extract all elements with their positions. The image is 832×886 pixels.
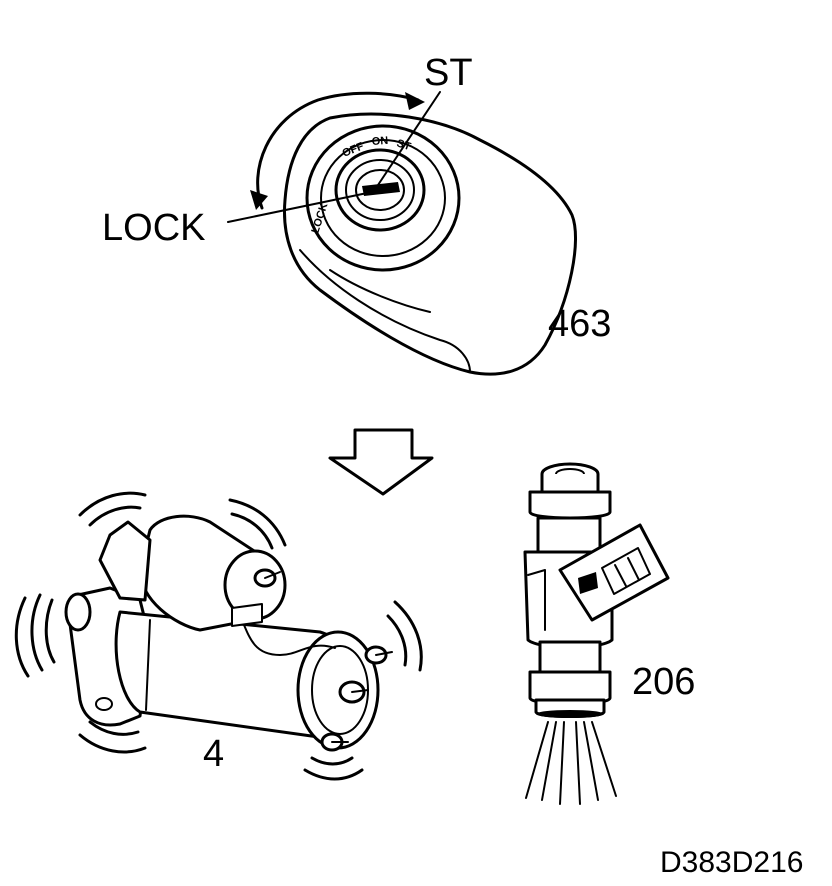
figure-code: D383D216	[660, 846, 803, 879]
st-label: ST	[424, 52, 473, 94]
lock-label: LOCK	[102, 207, 205, 249]
fuel-spray-lines	[525, 721, 617, 805]
lock-leader-line	[227, 191, 373, 223]
ring-label-on: ON	[371, 135, 388, 148]
rotation-arrow	[250, 91, 425, 210]
starter-motor	[14, 491, 423, 781]
ignition-switch: LOCK OFF ON ST	[283, 112, 578, 376]
injector-oring-top	[528, 490, 612, 520]
injector-part-number: 206	[632, 661, 695, 703]
ignition-switch-bevel	[299, 249, 471, 373]
ignition-switch-bevel-inner	[329, 269, 431, 313]
injector-lower-body	[538, 640, 602, 674]
key-cylinder-ring-3	[355, 169, 405, 211]
key-cylinder-ring-2	[345, 159, 415, 221]
vibration-marks	[14, 491, 423, 781]
down-arrow-icon	[328, 428, 434, 496]
fuel-injector	[523, 462, 670, 805]
injector-connector	[558, 523, 670, 622]
injector-upper-body	[536, 516, 602, 554]
starter-pinion	[64, 592, 92, 632]
starter-bracket	[98, 520, 152, 602]
st-leader-line	[375, 91, 441, 189]
starter-cable	[239, 614, 336, 656]
mount-hole	[95, 697, 113, 711]
starter-part-number: 4	[203, 733, 224, 775]
ignition-part-number: 463	[548, 303, 611, 345]
ignition-bezel-inner	[320, 139, 446, 257]
